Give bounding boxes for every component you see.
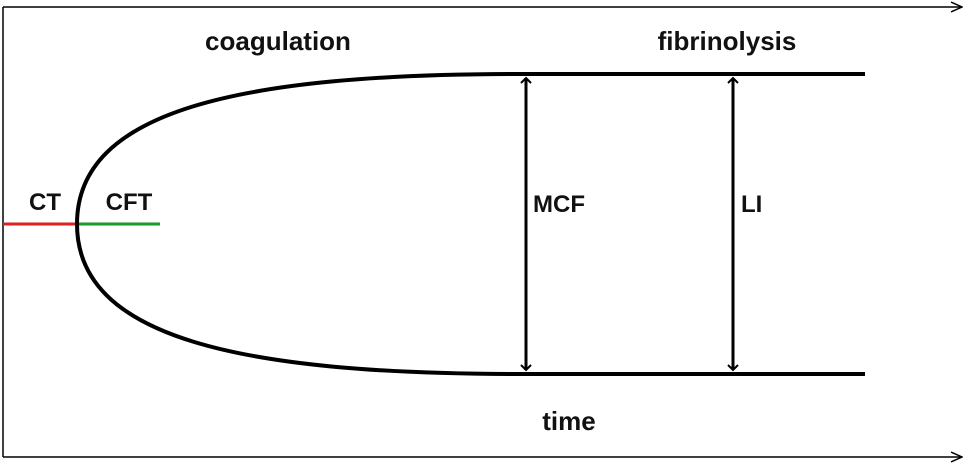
mcf-label: MCF xyxy=(533,191,585,218)
ct-label: CT xyxy=(29,189,61,216)
fibrinolysis-label: fibrinolysis xyxy=(658,26,797,56)
coagulation-label: coagulation xyxy=(205,26,351,56)
li-label: LI xyxy=(741,191,762,218)
clot-firmness-curve xyxy=(74,72,865,376)
cft-label: CFT xyxy=(106,189,153,216)
time-label: time xyxy=(542,406,595,436)
